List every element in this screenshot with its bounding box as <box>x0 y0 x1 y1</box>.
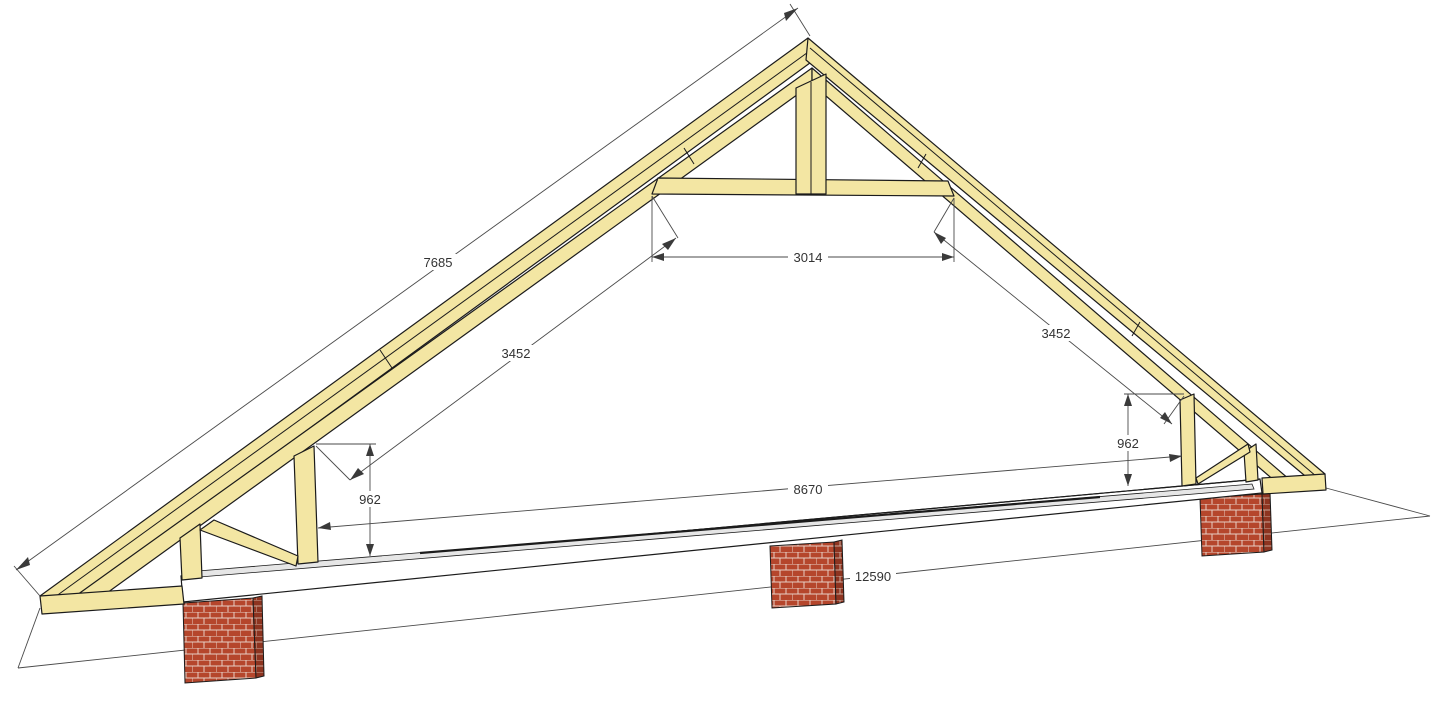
inner-span-label: 8670 <box>794 482 823 497</box>
right-strut-length-label: 3452 <box>1042 326 1071 341</box>
right-knee-height-label: 962 <box>1117 436 1139 451</box>
brick-pier-right <box>1199 491 1273 557</box>
dimension-labels: 7685 3014 3452 3452 962 962 8670 12590 <box>354 249 1144 584</box>
overall-span-label: 12590 <box>855 569 891 584</box>
rafter-length-label: 7685 <box>424 255 453 270</box>
floor-joist-strip <box>185 483 1255 579</box>
left-strut-length-label: 3452 <box>502 346 531 361</box>
brick-pier-left <box>182 595 265 684</box>
left-knee-height-label: 962 <box>359 492 381 507</box>
left-knee-post <box>293 445 319 565</box>
right-knee-post <box>1179 393 1197 487</box>
left-rafter <box>39 37 815 613</box>
collar-tie-span-label: 3014 <box>794 250 823 265</box>
brick-pier-middle <box>769 539 845 609</box>
truss-frame <box>39 37 1327 615</box>
